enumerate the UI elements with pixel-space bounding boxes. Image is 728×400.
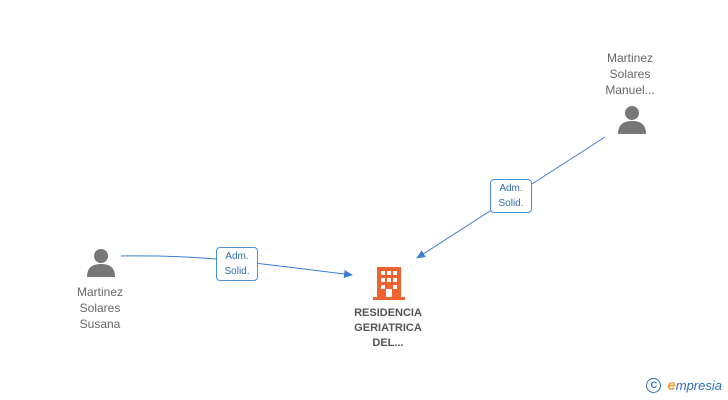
node-label-line: Martinez xyxy=(606,51,653,65)
edge-label-susana[interactable]: Adm. Solid. xyxy=(216,247,258,281)
node-label-line: Manuel... xyxy=(605,83,655,97)
edge-label-line: Adm. xyxy=(499,183,523,194)
edge-label-line: Adm. xyxy=(225,251,249,262)
node-label-line: Susana xyxy=(79,317,121,331)
node-label-line: RESIDENCIA xyxy=(354,307,422,319)
edge-label-manuel[interactable]: Adm. Solid. xyxy=(490,179,532,213)
edge-label-line: Solid. xyxy=(498,198,524,209)
empresia-watermark: C e mpresia xyxy=(646,377,722,394)
node-label-line: Martinez xyxy=(76,285,123,299)
node-label-manuel[interactable]: Martinez Solares Manuel... xyxy=(590,50,670,98)
node-label-line: DEL... xyxy=(372,337,404,349)
building-icon[interactable] xyxy=(372,265,406,301)
node-label-residencia[interactable]: RESIDENCIA GERIATRICA DEL... xyxy=(338,306,438,351)
node-label-line: Solares xyxy=(79,301,121,315)
brand-name: mpresia xyxy=(675,378,722,393)
person-icon[interactable] xyxy=(85,247,117,279)
node-label-susana[interactable]: Martinez Solares Susana xyxy=(58,284,142,332)
edge-susana-residencia xyxy=(120,255,353,278)
copyright-icon: C xyxy=(646,378,662,393)
brand-initial: e xyxy=(667,377,676,394)
node-label-line: GERIATRICA xyxy=(354,322,422,334)
edge-label-line: Solid. xyxy=(224,266,250,277)
person-icon[interactable] xyxy=(616,104,648,136)
node-label-line: Solares xyxy=(609,67,651,81)
